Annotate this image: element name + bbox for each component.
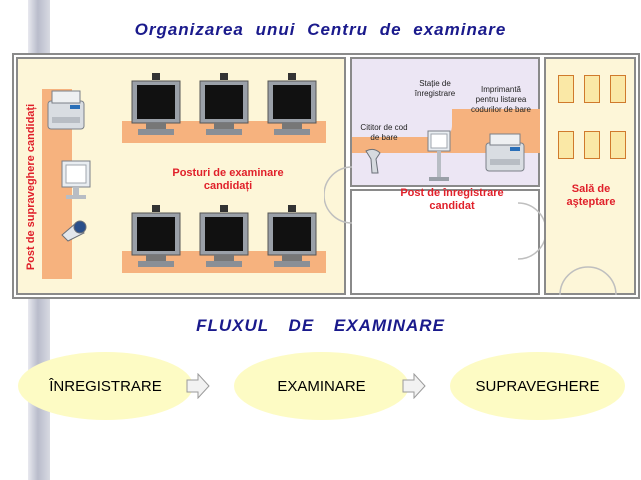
supervision-post-label-wrap: Post de supraveghere candidați xyxy=(16,89,46,284)
exam-monitor-icon xyxy=(267,205,317,267)
registration-post-label: Post de înregistrare candidat xyxy=(400,187,504,212)
registration-room: Stație de înregistrare Imprimantă pentru… xyxy=(350,57,540,187)
exam-monitor-icon xyxy=(131,73,181,135)
camera-icon xyxy=(61,220,87,242)
waiting-room-label: Sală de aşteptare xyxy=(566,183,616,208)
registration-monitor-icon xyxy=(427,130,451,181)
supervisor-monitor-icon xyxy=(61,160,91,199)
exam-room: Post de supraveghere candidați xyxy=(16,57,346,295)
door-icon xyxy=(517,202,547,260)
exam-monitor-icon xyxy=(131,205,181,267)
flow-step-registration: ÎNREGISTRARE xyxy=(18,352,193,420)
exam-monitor-icon xyxy=(199,73,249,135)
door-icon xyxy=(324,166,353,224)
exam-monitor-icon xyxy=(199,205,249,267)
exam-monitor-icon xyxy=(267,73,317,135)
barcode-printer-icon xyxy=(485,133,525,172)
exam-posts-label: Posturi de examinare candidați xyxy=(172,167,284,192)
chair xyxy=(558,131,574,159)
chair xyxy=(610,131,626,159)
arrow-right-icon xyxy=(186,373,210,399)
barcode-reader-label: Cititor de cod de bare xyxy=(360,123,408,142)
door-icon xyxy=(559,266,617,296)
page-title: Organizarea unui Centru de examinare xyxy=(134,20,507,39)
registration-station-label: Stație de înregistrare xyxy=(414,79,456,98)
floor-plan: Post de supraveghere candidați xyxy=(12,53,640,299)
hallway: Post de înregistrare candidat xyxy=(324,166,547,295)
flow-step-examination: EXAMINARE xyxy=(234,352,409,420)
flow-step-supervision: SUPRAVEGHERE xyxy=(450,352,625,420)
chair xyxy=(584,75,600,103)
chair xyxy=(584,131,600,159)
flow-title: FLUXUL DE EXAMINARE xyxy=(196,316,445,335)
barcode-reader-icon xyxy=(365,148,381,174)
arrow-right-icon xyxy=(402,373,426,399)
waiting-room: Sală de aşteptare xyxy=(544,57,636,296)
chair xyxy=(610,75,626,103)
printer-icon xyxy=(47,90,85,130)
supervision-post-label: Post de supraveghere candidați xyxy=(25,103,37,270)
barcode-printer-label: Imprimantă pentru listarea codurilor de … xyxy=(470,85,532,114)
chair xyxy=(558,75,574,103)
